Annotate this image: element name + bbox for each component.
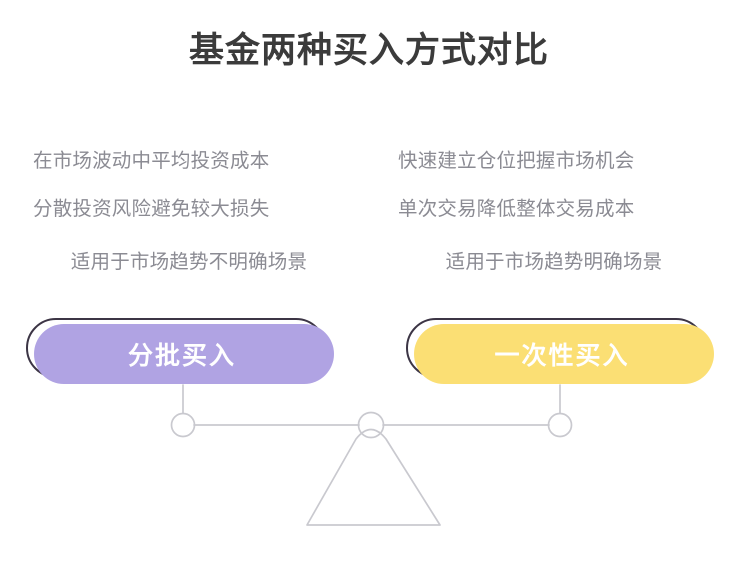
feature-item: 适用于市场趋势不明确场景 (70, 251, 308, 273)
feature-item: 适用于市场趋势明确场景 (445, 251, 663, 273)
method-pill-left[interactable]: 分批买入 (26, 318, 336, 388)
pill-fill-left: 分批买入 (34, 324, 334, 384)
pill-fill-right: 一次性买入 (414, 324, 714, 384)
scale-fulcrum (306, 428, 441, 526)
feature-item: 在市场波动中平均投资成本 (33, 150, 270, 172)
scale-pivot (357, 411, 385, 439)
pill-label-left: 分批买入 (127, 342, 236, 370)
scale-joint-left (170, 412, 196, 438)
method-pill-right[interactable]: 一次性买入 (406, 318, 716, 388)
feature-item: 分散投资风险避免较大损失 (33, 198, 270, 220)
pill-label-right: 一次性买入 (494, 342, 630, 370)
page-title: 基金两种买入方式对比 (188, 31, 549, 70)
scale-joint-right (547, 412, 573, 438)
balance-scale-icon (170, 384, 573, 526)
feature-item: 单次交易降低整体交易成本 (398, 198, 635, 220)
feature-item: 快速建立仓位把握市场机会 (398, 150, 635, 172)
